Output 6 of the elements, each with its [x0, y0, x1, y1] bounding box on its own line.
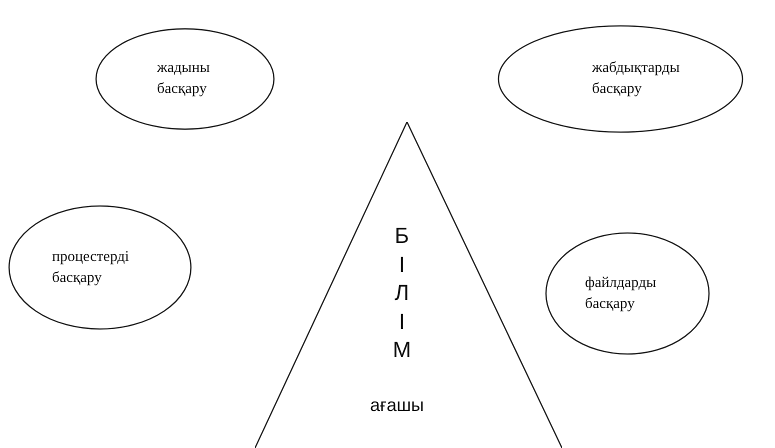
vertical-title: БІЛІМ [392, 222, 412, 364]
ellipse-label: файлдарды басқару [585, 274, 658, 314]
ellipse-label: процестерді басқару [52, 248, 130, 288]
triangle-caption: ағашы [370, 394, 424, 417]
ellipse-label: жадыны басқару [157, 59, 211, 99]
ellipse-label: жабдықтарды басқару [592, 59, 681, 99]
